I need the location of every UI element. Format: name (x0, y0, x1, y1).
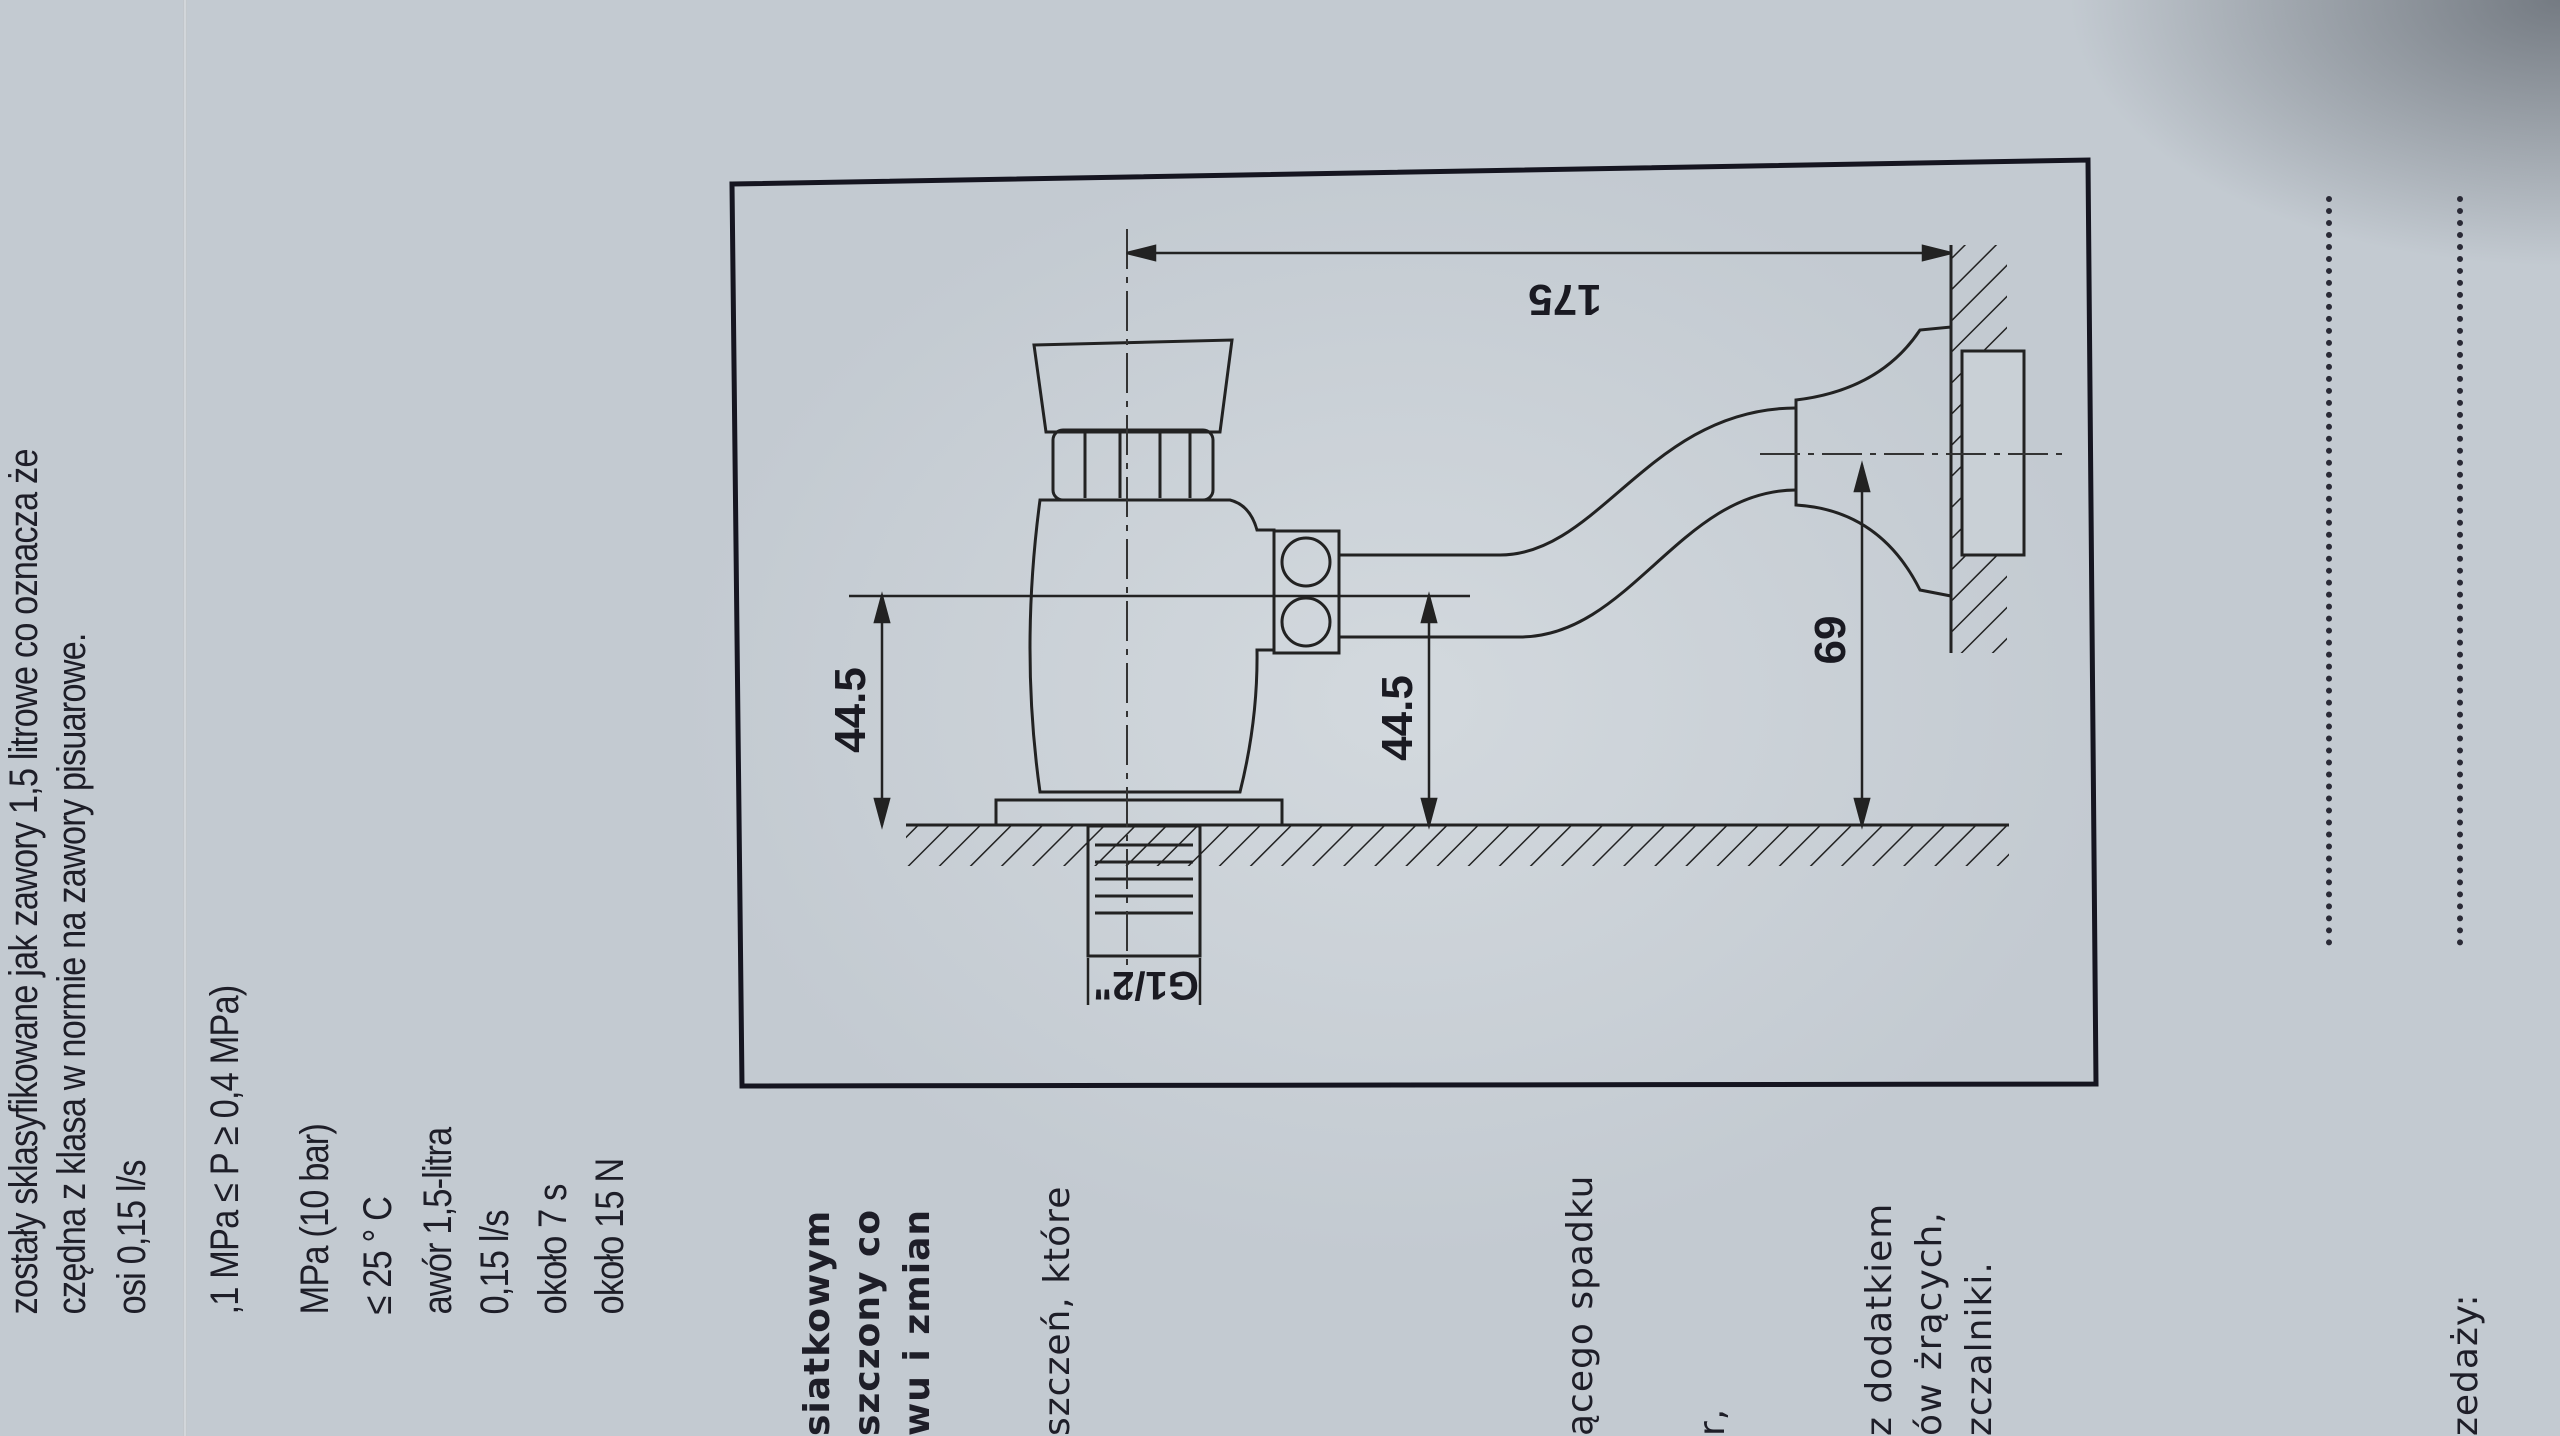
valve-knurl (1051, 428, 1215, 502)
wall-flange (1794, 325, 1953, 598)
dimension-width-label: 175 (1528, 275, 1601, 324)
paper-fold-crease (183, 0, 187, 1436)
dimension-left-height-label: 44.5 (826, 667, 875, 753)
connector-nut (1272, 529, 1341, 655)
drawing-frame (729, 157, 2099, 1089)
dotted-fill-line-1 (2326, 196, 2338, 946)
dotted-fill-line-2 (2457, 196, 2469, 946)
valve-base-flange (994, 798, 1284, 827)
pipe-bottom-edge (1339, 488, 1797, 639)
centerlines (1126, 229, 2065, 1000)
pipe-top-edge (1339, 406, 1797, 557)
dimension-mid-height-label: 44.5 (1373, 675, 1422, 761)
push-button-cap (1032, 338, 1234, 434)
mounting-surface (906, 823, 2009, 866)
thread-size-label: G1/2" (1093, 963, 1199, 1007)
dimension-lines (849, 244, 1952, 1005)
dimension-pipe-height-label: 69 (1806, 616, 1855, 665)
valve-body (1028, 498, 1276, 794)
wall-surface (1949, 245, 2026, 653)
